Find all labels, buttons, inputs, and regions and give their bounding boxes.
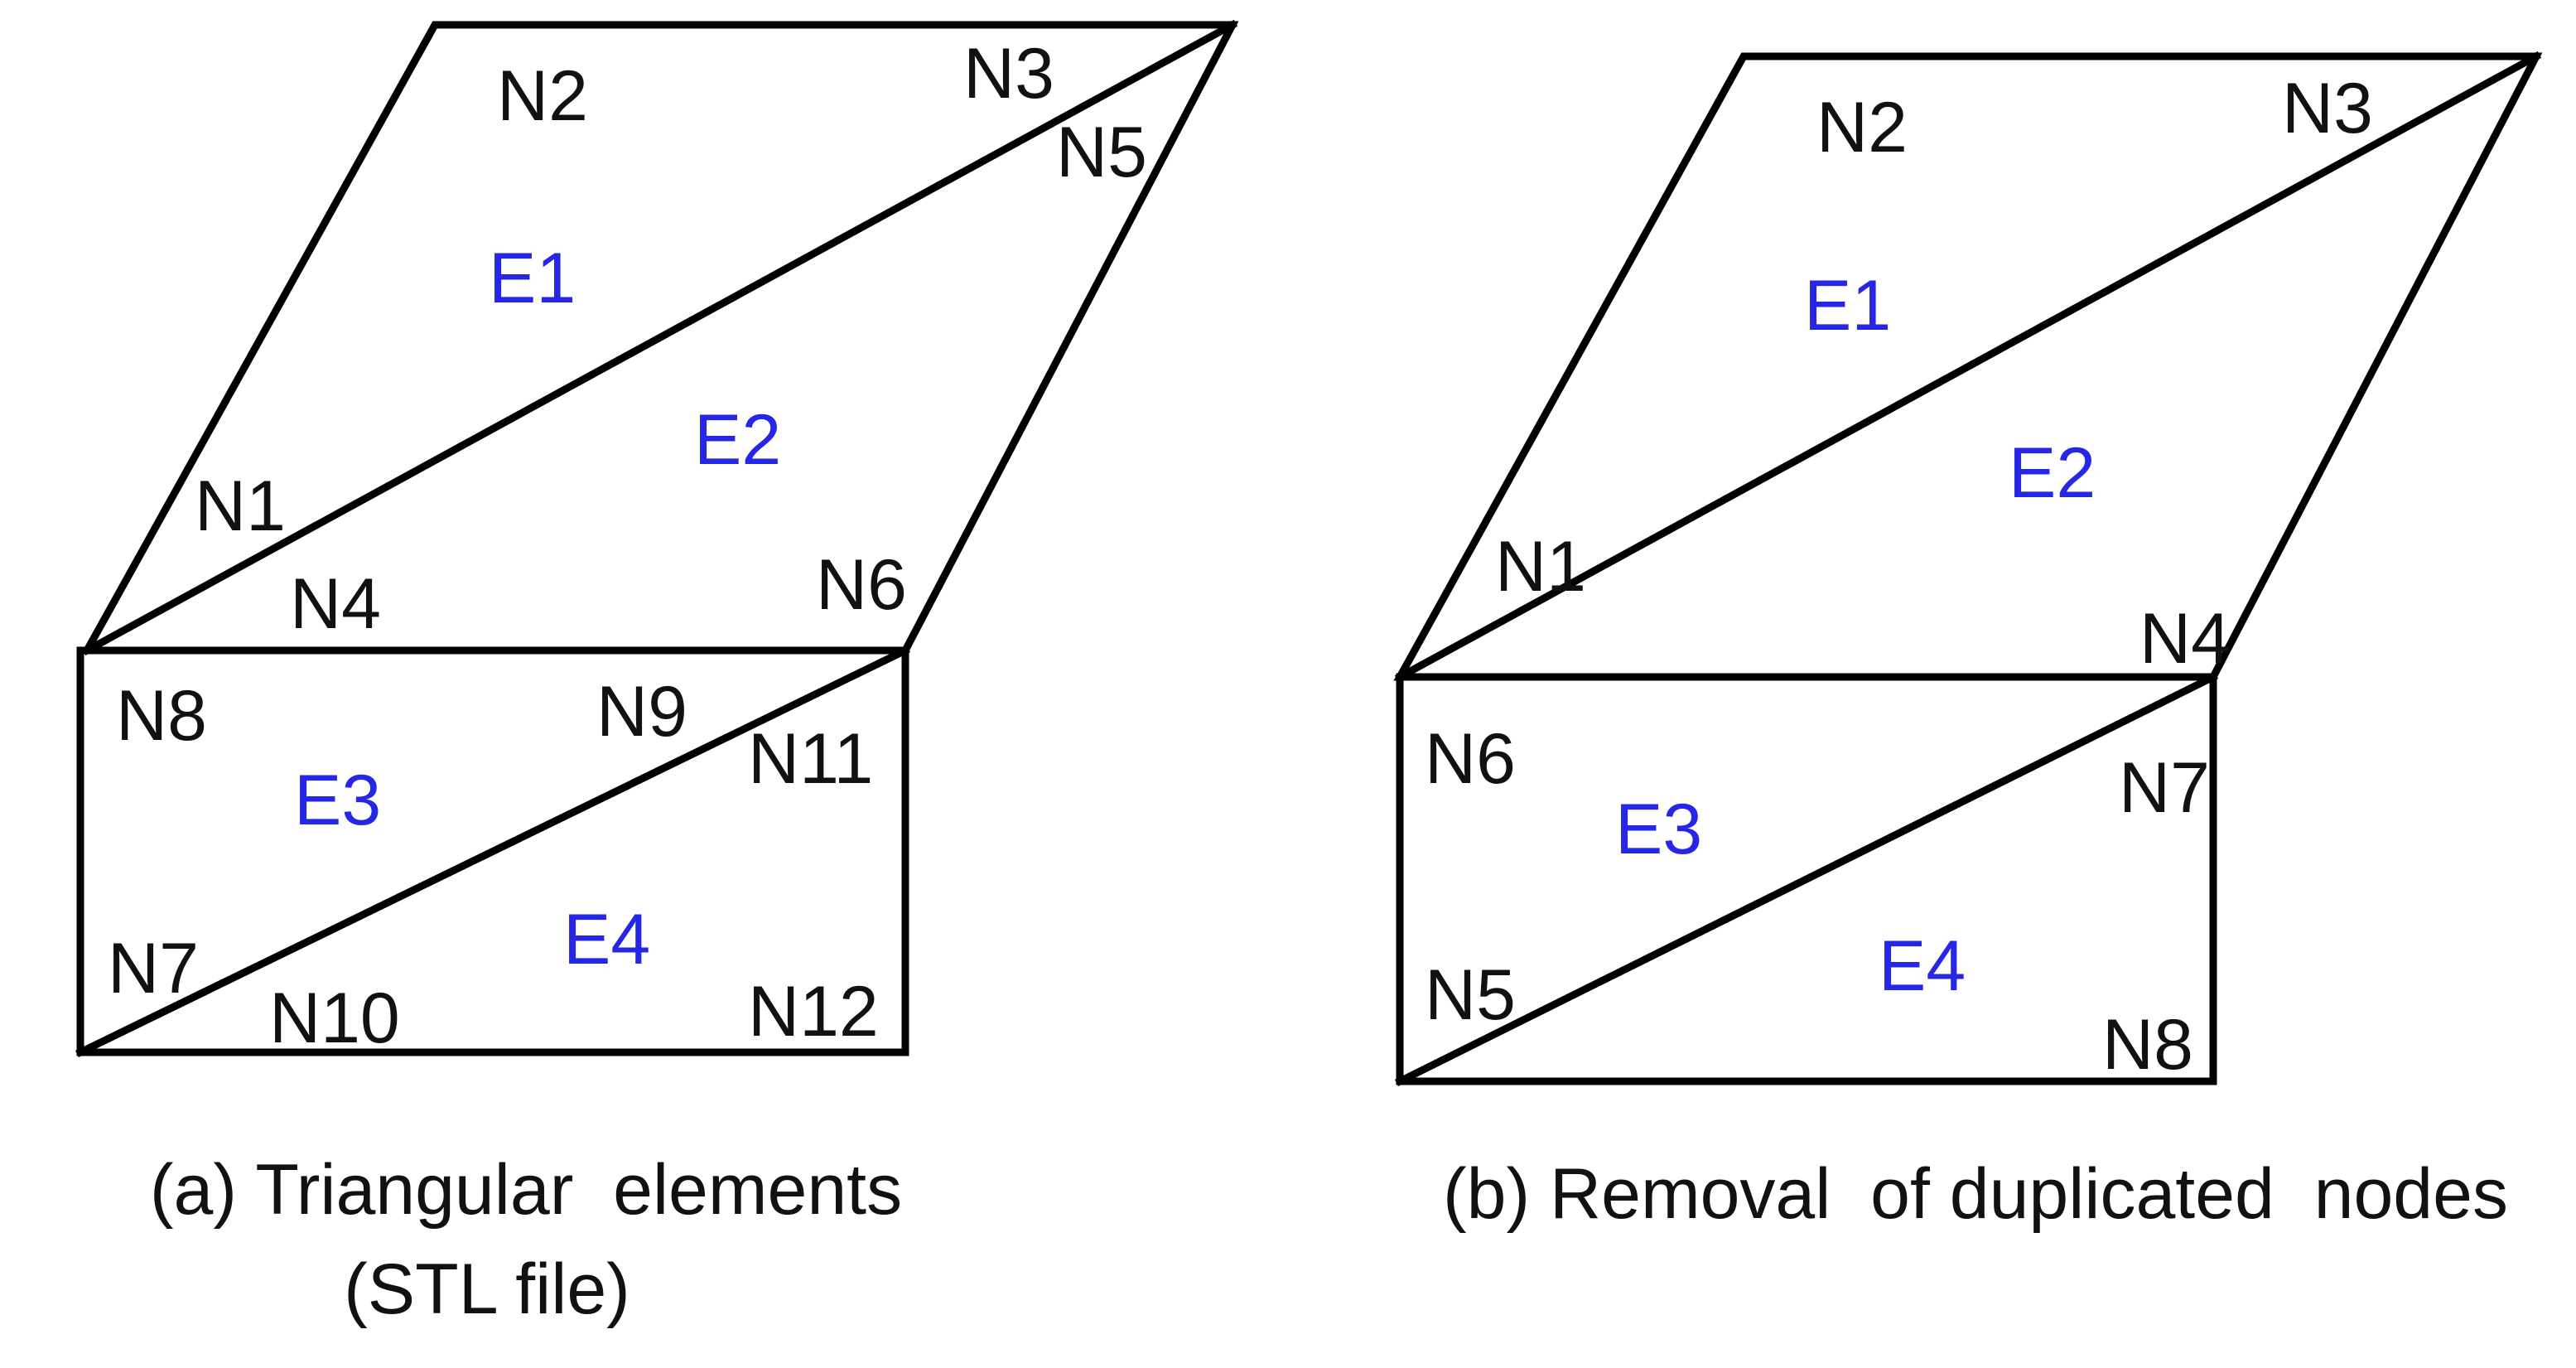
panel-b-element-e2: E2 — [2009, 433, 2096, 513]
panel-b-node-n7: N7 — [2119, 748, 2210, 828]
panel-b-edges — [1393, 51, 2543, 1087]
panel-a-node-n7: N7 — [108, 929, 199, 1008]
panel-b: N2 N3 N1 N4 N6 N7 N5 N8 E1 E2 E3 E4 (b) … — [1393, 51, 2543, 1234]
panel-a-element-labels: E1 E2 E3 E4 — [294, 239, 781, 979]
panel-b-diagonal-upper — [1394, 51, 2542, 683]
panel-a-rectangle-outline — [76, 646, 909, 1056]
panel-a-node-n4: N4 — [290, 564, 381, 644]
panel-a-node-n9: N9 — [596, 672, 687, 752]
panel-b-element-labels: E1 E2 E3 E4 — [1615, 266, 2096, 1006]
panel-a-node-n10: N10 — [269, 979, 400, 1058]
panel-b-node-n4: N4 — [2139, 599, 2231, 679]
panel-a-node-n3: N3 — [963, 34, 1054, 114]
panel-b-element-e4: E4 — [1879, 926, 1966, 1006]
panel-a: N2 N3 N5 N1 N4 N6 N8 N9 N11 N7 N10 N12 E… — [75, 19, 1239, 1329]
panel-b-rectangle-outline — [1396, 673, 2217, 1085]
panel-a-caption-line2: (STL file) — [344, 1250, 630, 1329]
panel-a-node-n5: N5 — [1056, 113, 1147, 192]
panel-a-node-n2: N2 — [497, 56, 588, 136]
panel-b-node-n6: N6 — [1425, 719, 1516, 799]
panel-b-diagonal-lower — [1394, 671, 2219, 1087]
panel-b-node-n5: N5 — [1425, 955, 1516, 1035]
panel-a-node-labels: N2 N3 N5 N1 N4 N6 N8 N9 N11 N7 N10 N12 — [108, 34, 1147, 1058]
panel-a-diagonal-lower — [75, 645, 911, 1058]
panel-b-node-n3: N3 — [2282, 69, 2373, 148]
panel-a-node-n8: N8 — [116, 676, 207, 756]
panel-b-element-e1: E1 — [1804, 266, 1891, 346]
panel-a-diagonal-upper — [81, 19, 1238, 656]
panel-a-node-n1: N1 — [195, 466, 286, 546]
panel-b-caption: (b) Removal of duplicated nodes — [1443, 1154, 2508, 1234]
panel-a-element-e2: E2 — [694, 400, 781, 480]
panel-b-element-e3: E3 — [1615, 790, 1702, 869]
panel-a-node-n6: N6 — [816, 545, 907, 625]
panel-a-element-e4: E4 — [563, 900, 650, 979]
panel-a-element-e1: E1 — [489, 239, 576, 318]
panel-b-node-n1: N1 — [1495, 527, 1586, 607]
panel-a-node-n11: N11 — [748, 719, 873, 799]
panel-a-element-e3: E3 — [294, 761, 381, 840]
panel-b-node-n8: N8 — [2102, 1005, 2193, 1085]
panel-b-node-n2: N2 — [1816, 88, 1908, 167]
panel-a-node-n12: N12 — [748, 972, 879, 1051]
panel-a-edges — [75, 19, 1239, 1058]
panel-a-caption-line1: (a) Triangular elements — [150, 1150, 902, 1230]
panel-b-node-labels: N2 N3 N1 N4 N6 N7 N5 N8 — [1425, 69, 2373, 1085]
